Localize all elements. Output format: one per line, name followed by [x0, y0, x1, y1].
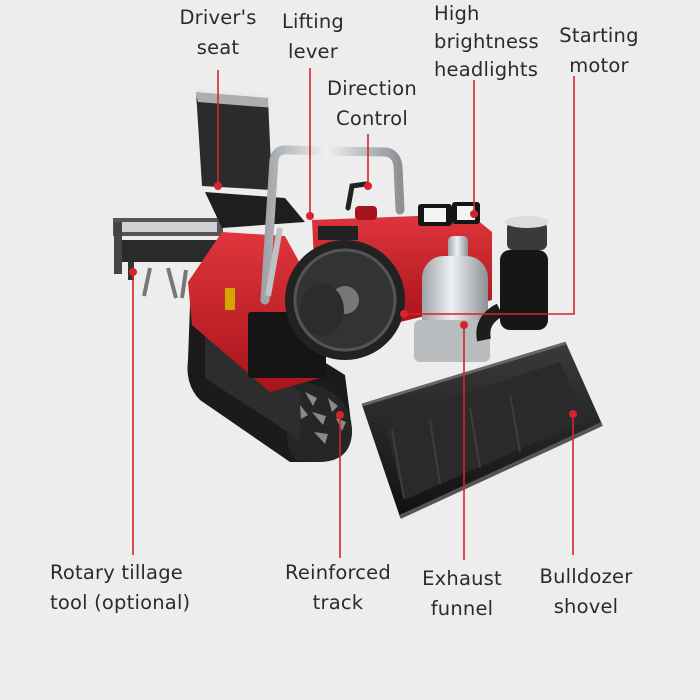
label-direction-control: Direction Control — [320, 74, 424, 134]
label-exhaust-funnel: Exhaust funnel — [412, 564, 512, 624]
label-drivers-seat-line-1: Driver's — [179, 6, 257, 29]
label-rotary-tillage-tool-line-2: tool (optional) — [50, 591, 191, 614]
dot-drivers-seat — [214, 182, 222, 190]
label-starting-motor-line-2: motor — [569, 54, 629, 77]
dot-rotary-tillage-tool — [129, 268, 137, 276]
label-rotary-tillage-tool-line-1: Rotary tillage — [50, 561, 183, 584]
label-headlights-line-1: High — [434, 2, 480, 25]
dot-reinforced-track — [336, 411, 344, 419]
dot-exhaust-funnel — [460, 321, 468, 329]
label-exhaust-funnel-line-2: funnel — [430, 597, 494, 620]
label-direction-control-line-1: Direction — [327, 77, 417, 100]
label-headlights-line-3: headlights — [434, 58, 539, 81]
label-exhaust-funnel-line-1: Exhaust — [422, 567, 502, 590]
label-headlights: High brightness headlights — [426, 0, 556, 84]
exhaust-funnel-part — [414, 236, 490, 362]
label-drivers-seat-line-2: seat — [196, 36, 240, 59]
label-lifting-lever: Lifting lever — [270, 7, 356, 67]
dot-starting-motor — [400, 310, 408, 318]
rotary-tiller-part — [113, 218, 223, 299]
label-drivers-seat: Driver's seat — [168, 3, 268, 63]
label-starting-motor: Starting motor — [550, 21, 648, 81]
dot-direction-control — [364, 182, 372, 190]
dot-lifting-lever — [306, 212, 314, 220]
starting-motor-part — [476, 216, 549, 342]
label-direction-control-line-2: Control — [336, 107, 408, 130]
label-bulldozer-shovel-line-1: Bulldozer — [539, 565, 633, 588]
label-bulldozer-shovel-line-2: shovel — [553, 595, 619, 618]
flywheel-part — [285, 240, 405, 360]
leader-line-starting-motor — [404, 76, 575, 315]
label-reinforced-track-line-2: track — [312, 591, 364, 614]
dot-bulldozer-shovel — [569, 410, 577, 418]
label-bulldozer-shovel: Bulldozer shovel — [528, 562, 644, 622]
label-headlights-line-2: brightness — [434, 30, 539, 53]
headlights-part — [418, 202, 480, 226]
dot-headlights — [470, 210, 478, 218]
label-starting-motor-line-1: Starting — [559, 24, 639, 47]
label-reinforced-track: Reinforced track — [276, 558, 400, 618]
label-lifting-lever-line-1: Lifting — [281, 10, 344, 33]
seat-and-frame-part — [194, 88, 405, 305]
label-rotary-tillage-tool: Rotary tillage tool (optional) — [50, 558, 220, 618]
label-reinforced-track-line-1: Reinforced — [285, 561, 391, 584]
label-lifting-lever-line-2: lever — [288, 40, 338, 63]
